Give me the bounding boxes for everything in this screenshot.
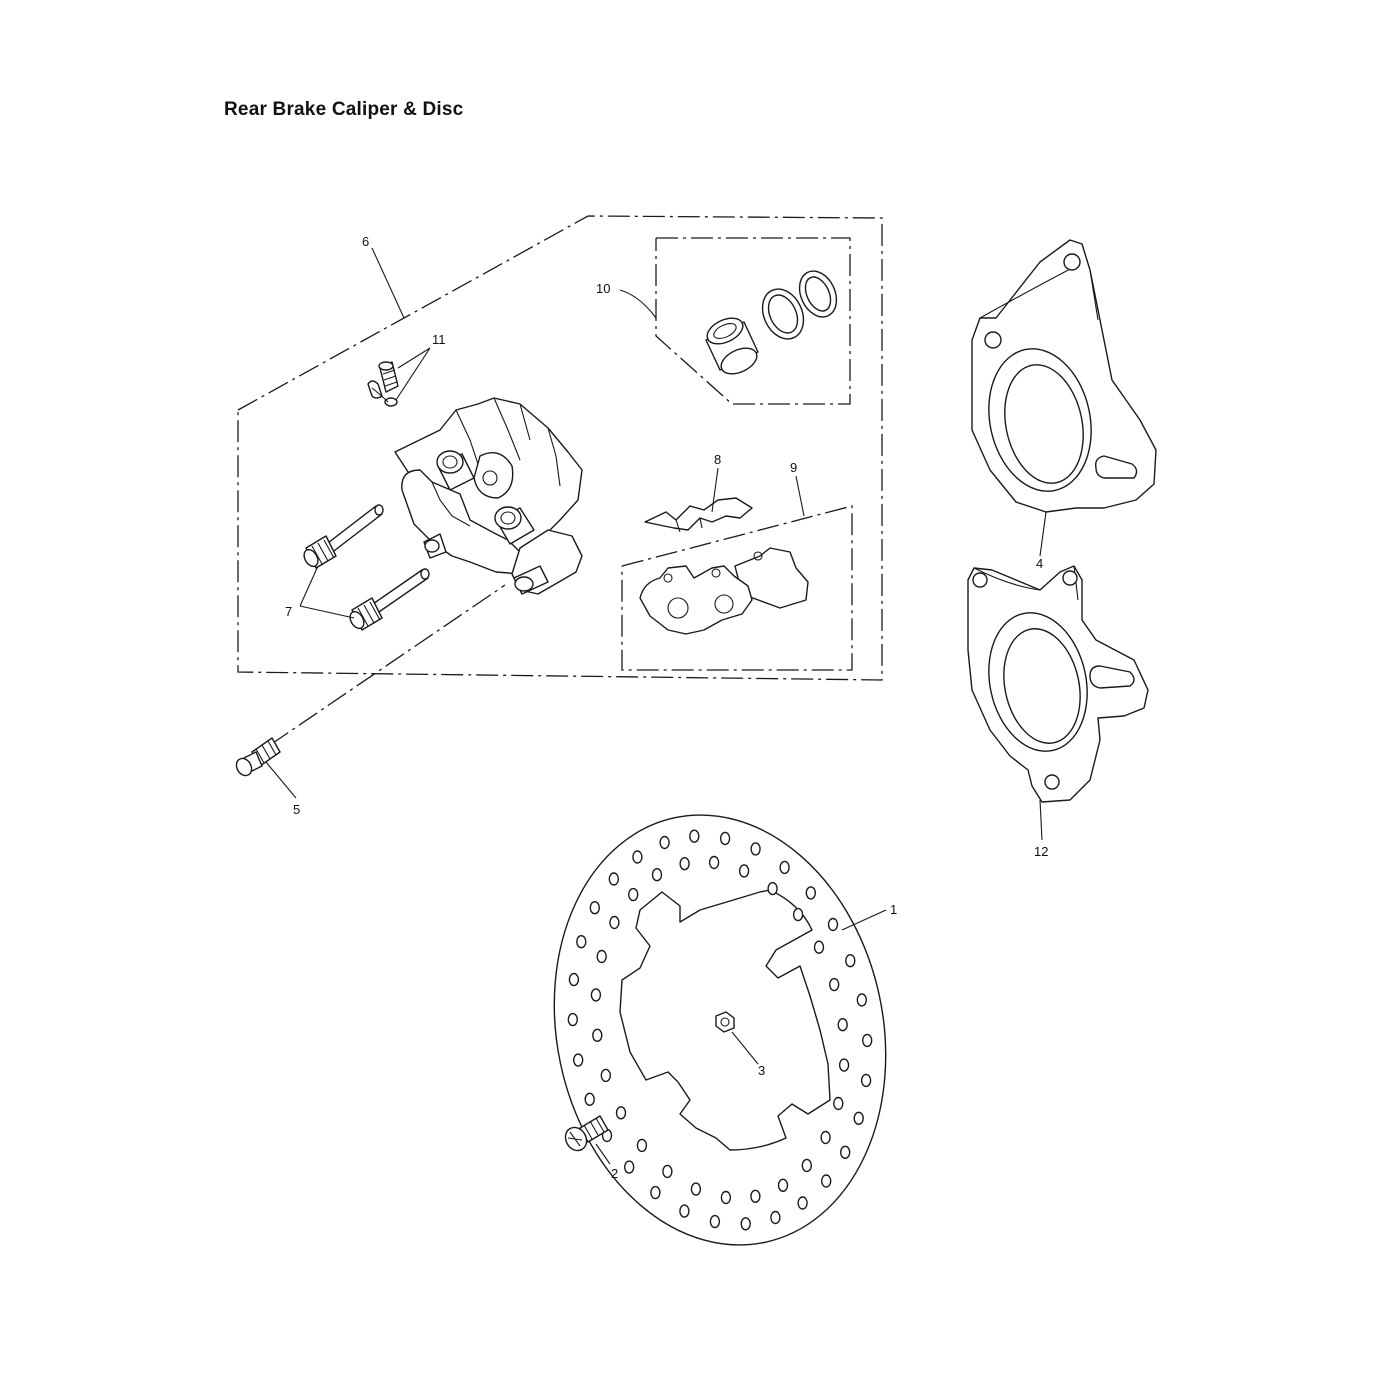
slide-pin-lower [349, 568, 430, 631]
disc-hole [862, 1033, 873, 1048]
disc-hole [829, 977, 840, 992]
caliper-assembly-boundary [237, 215, 883, 681]
caliper-carrier-bracket [971, 239, 1157, 513]
disc-hole [719, 831, 731, 846]
bleed-screw [367, 361, 399, 407]
disc-hole [801, 1158, 812, 1173]
callout-8: 8 [714, 452, 721, 467]
caliper-piston-bore-lower [494, 506, 535, 545]
disc-hole [628, 887, 639, 902]
callout-2: 2 [611, 1166, 618, 1181]
callout-11: 11 [432, 332, 446, 347]
piston [705, 317, 759, 375]
disc-hole [567, 1012, 578, 1027]
disc-hole [738, 864, 750, 878]
callout-6: 6 [362, 234, 369, 249]
callout-5: 5 [293, 802, 300, 817]
disc-hole [853, 1111, 864, 1126]
callout-9: 9 [790, 460, 797, 475]
disc-hole [838, 1058, 850, 1072]
disc-hole [600, 1068, 611, 1083]
disc-hole [845, 954, 856, 968]
disc-hole [690, 1182, 702, 1196]
disc-hole [797, 1196, 808, 1210]
piston-seal [761, 288, 805, 340]
brake-caliper [394, 397, 583, 595]
brake-disc [553, 814, 887, 1246]
disc-hole [840, 1145, 851, 1160]
disc-hole [860, 1073, 872, 1088]
disc-hole [662, 1164, 673, 1179]
callout-7: 7 [285, 604, 292, 619]
brake-pads [639, 547, 809, 635]
disc-hole [770, 1210, 781, 1225]
disc-hole [805, 886, 816, 900]
disc-hole [608, 872, 619, 886]
disc-hole [592, 1028, 603, 1043]
disc-hole [576, 935, 587, 949]
slide-pin-upper [303, 504, 384, 569]
disc-center-nut [715, 1011, 735, 1033]
disc-hole [689, 829, 700, 843]
disc-hole [590, 988, 602, 1002]
caliper-piston-bore-upper [436, 450, 475, 491]
disc-hole [651, 868, 663, 882]
disc-bolt [564, 1115, 609, 1152]
disc-hole [615, 1106, 627, 1120]
callout-12: 12 [1034, 844, 1048, 859]
disc-hole [856, 993, 867, 1007]
callout-1: 1 [890, 902, 897, 917]
disc-hole [792, 907, 804, 922]
seal-kit-box [655, 237, 851, 405]
disc-hole [679, 1204, 690, 1218]
disc-hole [821, 1174, 832, 1188]
callout-labels: 1 2 3 4 5 6 7 8 9 10 11 12 [285, 234, 1048, 1181]
disc-hole [750, 1189, 761, 1204]
alternate-carrier-bracket [967, 565, 1149, 803]
disc-hole [659, 835, 670, 850]
disc-hole [779, 860, 790, 875]
brake-pad-box [621, 505, 853, 671]
disc-hole [584, 1092, 595, 1107]
callout-4: 4 [1036, 556, 1043, 571]
diagram-title: Rear Brake Caliper & Disc [224, 99, 464, 120]
disc-hole [573, 1053, 584, 1067]
disc-hole [750, 842, 761, 856]
disc-hole [813, 940, 825, 954]
leader-lines [265, 247, 1047, 1165]
pad-spring [644, 497, 753, 533]
disc-hole [708, 855, 720, 870]
disc-hole [589, 901, 600, 915]
disc-hole [568, 972, 580, 987]
disc-hole [777, 1178, 789, 1193]
disc-hole [827, 917, 839, 932]
disc-hole [596, 949, 607, 964]
disc-hole [609, 915, 620, 930]
disc-hole [679, 857, 690, 871]
disc-hole [650, 1185, 661, 1200]
disc-hole [624, 1160, 635, 1174]
disc-hole [636, 1138, 648, 1153]
callout-3: 3 [758, 1063, 765, 1078]
disc-hole [820, 1130, 831, 1145]
disc-hole [709, 1214, 721, 1229]
disc-hole [720, 1190, 732, 1205]
dust-seal [798, 270, 838, 318]
disc-hole [833, 1096, 844, 1111]
caliper-mounting-bolt [235, 584, 506, 777]
disc-hole [837, 1017, 848, 1032]
disc-hole [767, 881, 778, 896]
disc-hole [632, 850, 643, 864]
callout-10: 10 [596, 281, 610, 296]
disc-hole [740, 1217, 751, 1231]
